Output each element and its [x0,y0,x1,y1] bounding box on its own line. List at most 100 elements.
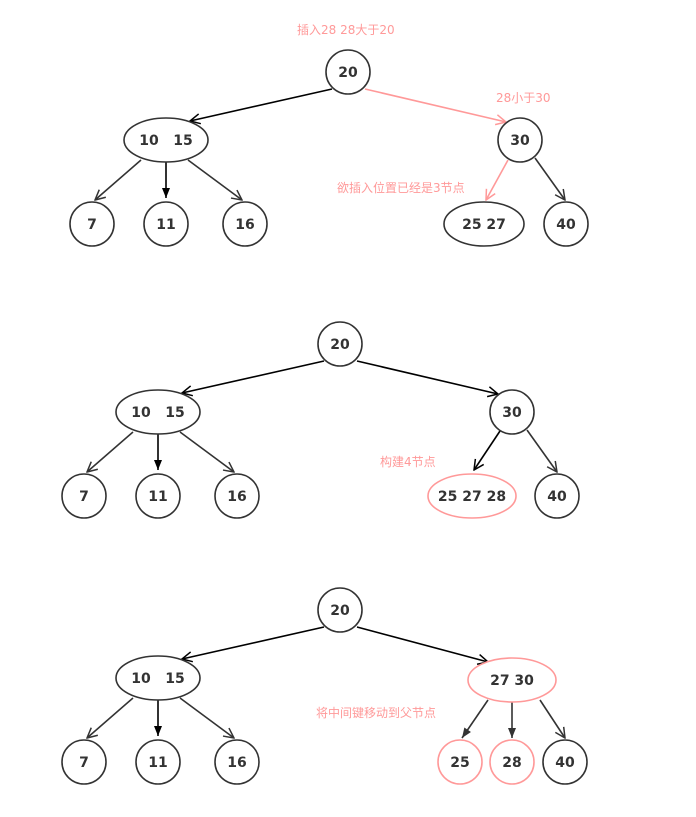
tree-node: 30 [497,117,543,163]
node-label: 11 [148,755,167,771]
node-shape [317,321,363,367]
tree-node: 7 [61,739,107,785]
diagram-step-3: 20 10 15 27 30 7 11 16 25 28 40 将中间键移动到父节点 [61,587,588,785]
tree-edge-arrow [539,699,565,738]
diagram-step-1: 20 10 15 30 7 11 16 25 27 40 插入28 28大于20 28小于30 欲插… [69,23,589,247]
node-shape [427,473,517,519]
tree-edge-arrow [87,697,134,738]
tree-node: 7 [61,473,107,519]
node-shape [123,117,209,163]
node-label: 30 [510,133,530,149]
tree-node: 25 27 [443,201,525,247]
node-shape [317,587,363,633]
tree-node: 27 30 [467,657,557,703]
tree-edge-arrow [95,159,142,200]
node-label: 40 [555,755,575,771]
node-shape [61,739,107,785]
node-label: 30 [502,405,522,421]
node-label: 20 [330,603,350,619]
tree-edge-arrow [474,430,501,470]
node-shape [534,473,580,519]
tree-edge-arrow [356,626,488,662]
node-shape [143,201,189,247]
node-shape [443,201,525,247]
node-shape [222,201,268,247]
node-shape [61,473,107,519]
tree-node: 11 [135,473,181,519]
node-label: 10 15 [139,133,193,149]
node-shape [115,655,201,701]
node-label: 28 [502,755,521,771]
node-label: 40 [547,489,567,505]
node-shape [489,739,535,785]
tree-node: 40 [542,739,588,785]
tree-node: 10 15 [115,655,201,701]
node-label: 7 [79,755,89,771]
node-shape [214,473,260,519]
tree-node: 11 [135,739,181,785]
node-label: 10 15 [131,405,185,421]
node-label: 10 15 [131,671,185,687]
node-shape [489,389,535,435]
tree-node: 7 [69,201,115,247]
tree-edge-arrow [534,157,565,200]
tree-edge-arrow [364,88,506,122]
node-shape [69,201,115,247]
tree-node: 20 [325,49,371,95]
tree-node: 28 [489,739,535,785]
tree-node: 10 15 [123,117,209,163]
annotation-text: 将中间键移动到父节点 [316,705,436,720]
node-shape [437,739,483,785]
node-label: 16 [227,755,246,771]
node-shape [135,473,181,519]
node-shape [115,389,201,435]
node-shape [543,201,589,247]
node-label: 20 [338,65,358,81]
node-shape [542,739,588,785]
tree-node: 11 [143,201,189,247]
node-shape [497,117,543,163]
tree-edge-arrow [486,159,509,200]
tree-node: 20 [317,587,363,633]
tree-node: 40 [543,201,589,247]
annotation-text: 欲插入位置已经是3节点 [337,180,465,195]
tree-edge-arrow [190,88,333,121]
node-shape [467,657,557,703]
node-label: 25 27 28 [438,489,506,505]
tree-node: 25 [437,739,483,785]
node-label: 27 30 [490,673,534,689]
node-label: 11 [156,217,175,233]
node-label: 7 [87,217,97,233]
annotation-text: 28小于30 [496,91,551,105]
tree-edge-arrow [356,360,498,394]
tree-edge-arrow [179,697,234,738]
node-label: 40 [556,217,576,233]
annotation-text: 插入28 28大于20 [297,23,395,37]
tree-node: 20 [317,321,363,367]
tree-edge-arrow [187,159,242,200]
node-label: 25 [450,755,469,771]
tree-node: 30 [489,389,535,435]
tree-edge-arrow [182,626,325,659]
tree-node: 40 [534,473,580,519]
node-label: 25 27 [462,217,506,233]
node-shape [214,739,260,785]
tree-edge-arrow [182,360,325,393]
node-label: 20 [330,337,350,353]
tree-node: 16 [214,473,260,519]
tree-edge-arrow [526,429,557,472]
tree-node: 16 [222,201,268,247]
node-label: 16 [227,489,246,505]
tree-edge-arrow [461,699,489,739]
tree-node: 10 15 [115,389,201,435]
tree-edge-arrow [87,431,134,472]
tree-node: 16 [214,739,260,785]
node-label: 16 [235,217,254,233]
tree-node: 25 27 28 [427,473,517,519]
node-shape [135,739,181,785]
node-label: 7 [79,489,89,505]
node-label: 11 [148,489,167,505]
